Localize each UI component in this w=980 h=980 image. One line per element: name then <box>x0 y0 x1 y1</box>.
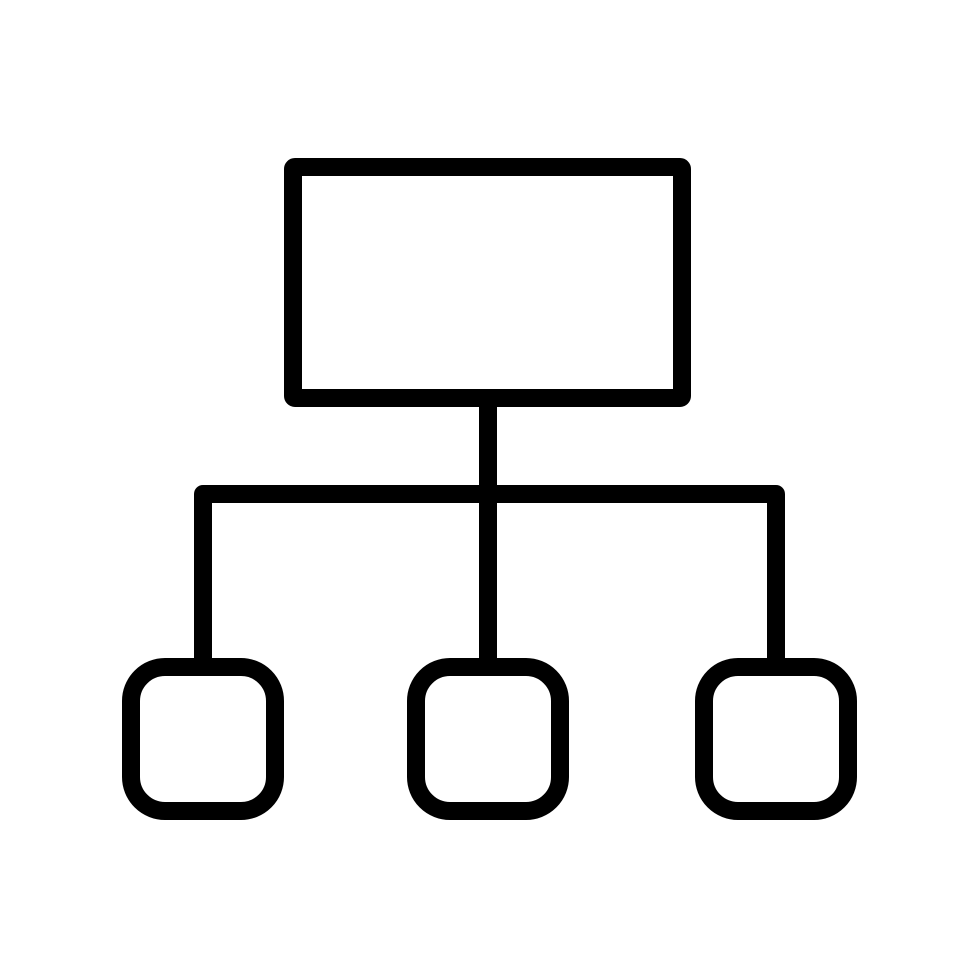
child-node-center <box>407 658 569 820</box>
parent-node <box>284 158 691 407</box>
child-node-left <box>122 658 284 820</box>
child-node-right <box>695 658 857 820</box>
